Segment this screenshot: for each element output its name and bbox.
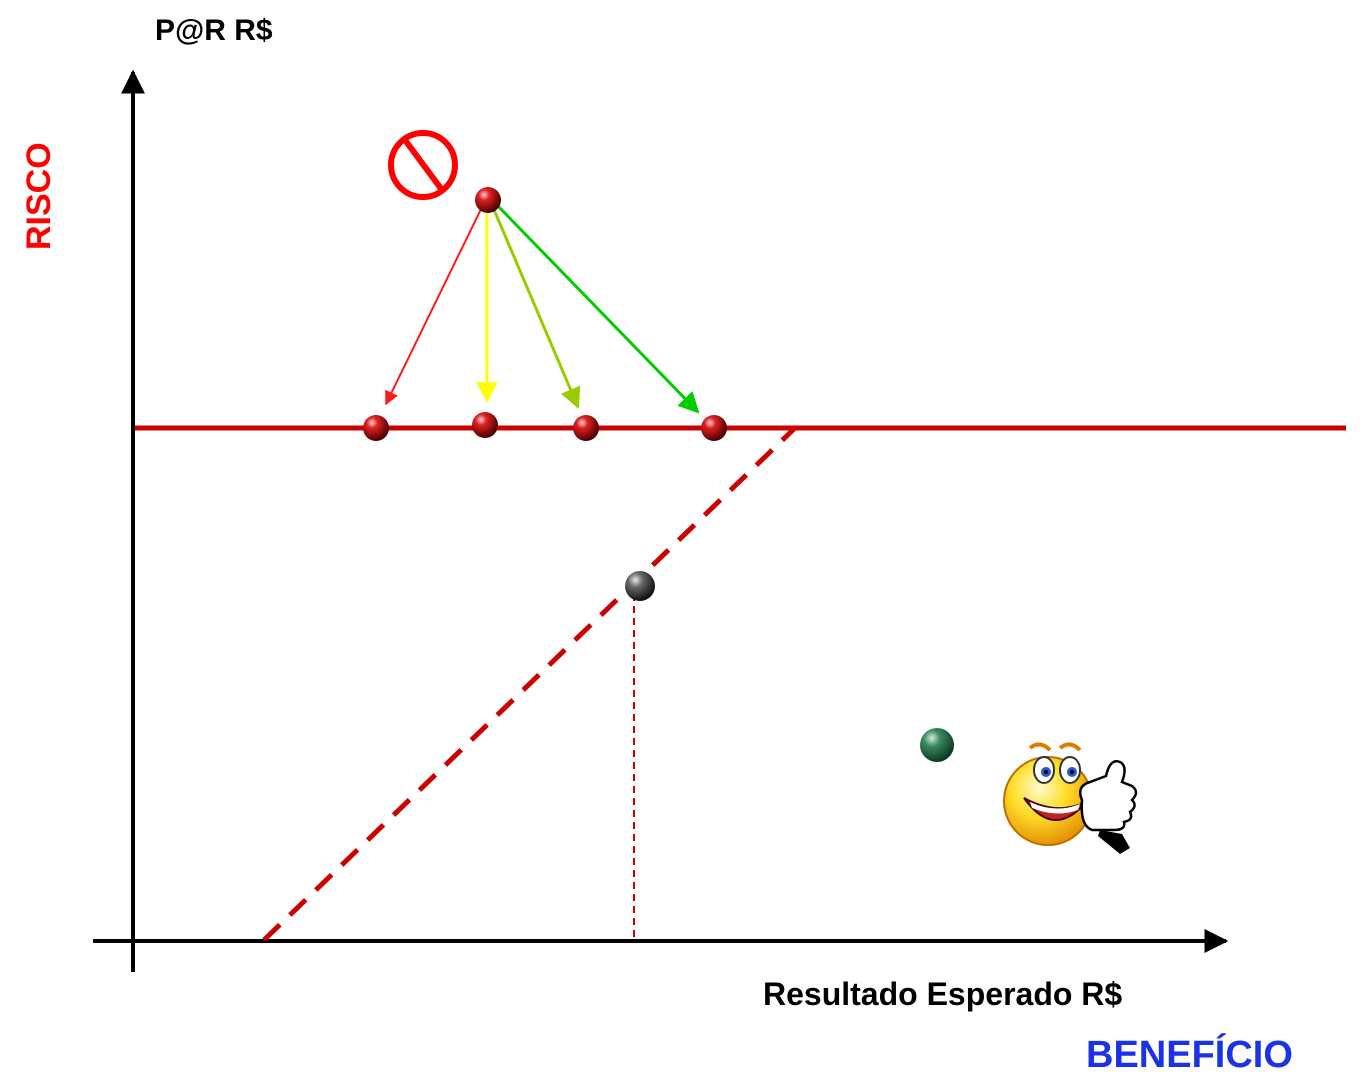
ball-green	[920, 728, 954, 762]
ball-origin	[475, 187, 501, 213]
ball-gray	[625, 571, 655, 601]
x-axis-title: Resultado Esperado R$	[763, 976, 1123, 1012]
benefit-side-label: BENEFÍCIO	[1086, 1034, 1293, 1076]
y-axis-title: P@R R$	[155, 14, 273, 47]
ball-limit-4	[701, 415, 727, 441]
ball-limit-3	[573, 415, 599, 441]
prohibited-icon	[388, 130, 458, 200]
arrow-red	[385, 204, 484, 406]
arrow-green	[494, 202, 700, 414]
dashed-diagonal-line	[262, 425, 798, 942]
ball-limit-1	[363, 415, 389, 441]
thumbs-up-smiley-icon	[1003, 742, 1138, 854]
risk-side-label: RISCO	[20, 142, 58, 250]
arrow-yellowgreen	[490, 204, 581, 409]
ball-limit-2	[472, 412, 498, 438]
